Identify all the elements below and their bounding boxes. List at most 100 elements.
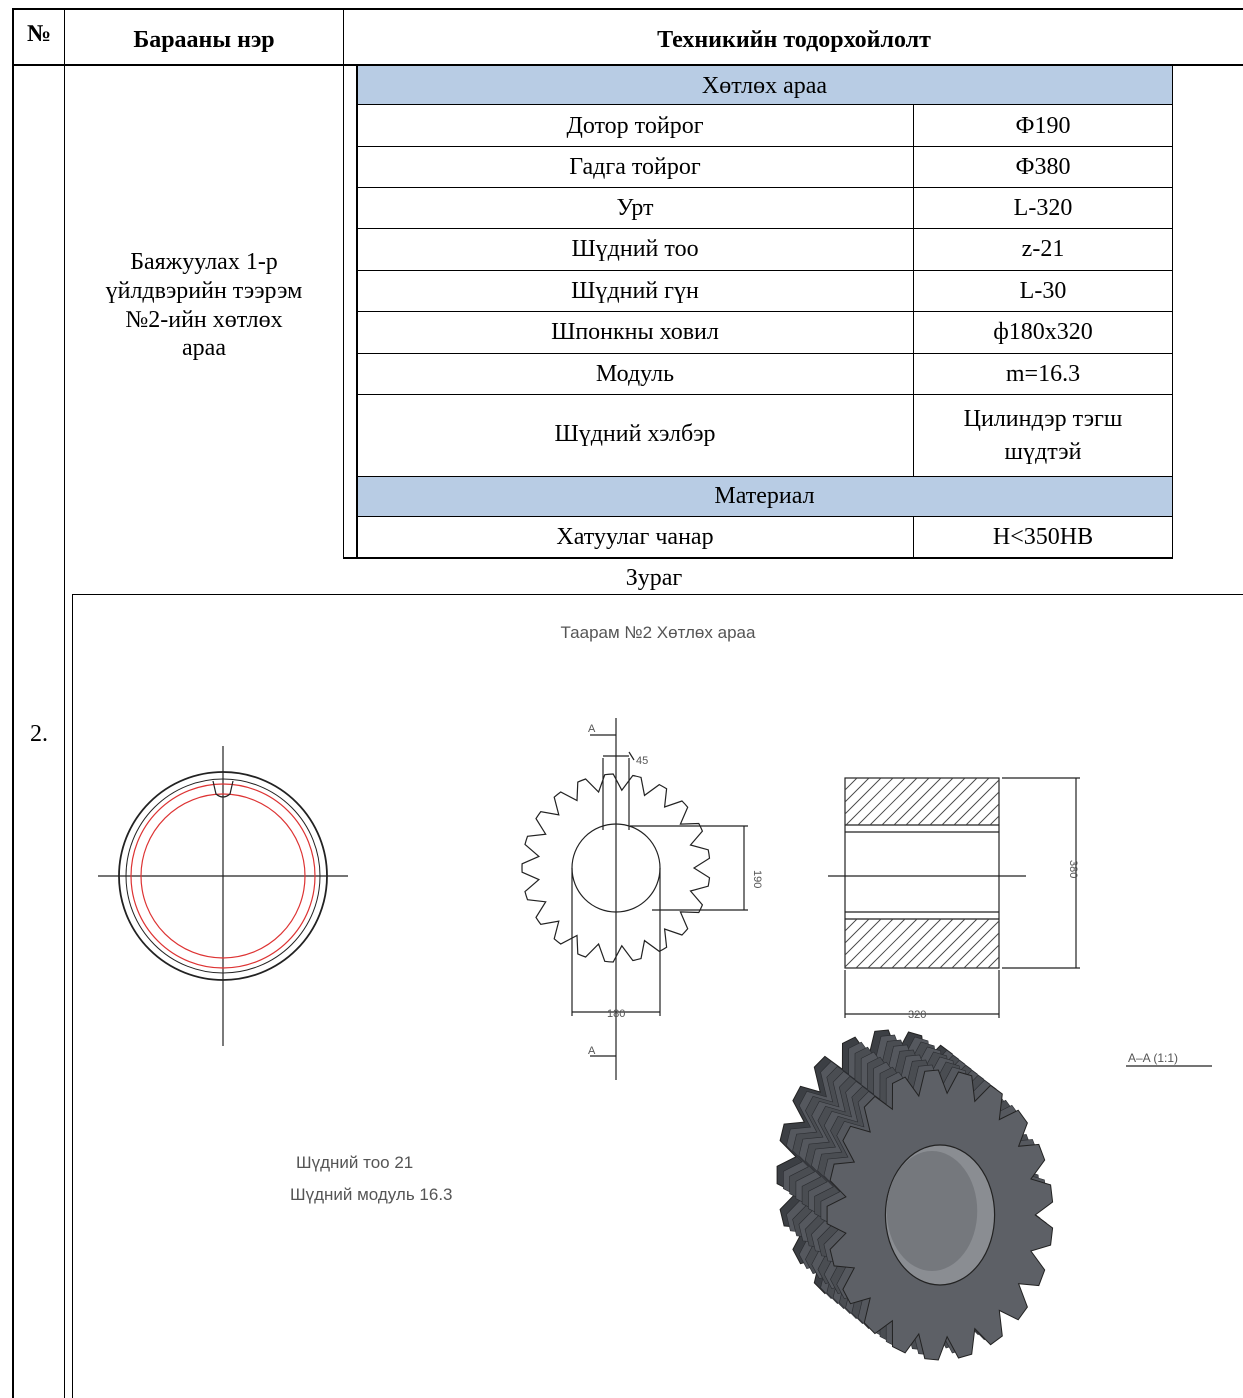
note-module: Шүдний модуль 16.3 — [290, 1185, 453, 1204]
spec-name: Дотор тойрог — [566, 113, 704, 139]
hatch-line — [844, 918, 858, 932]
dim-bore: 190 — [751, 870, 763, 888]
spec-name: Гадга тойрог — [569, 154, 701, 180]
spec-value: L-30 — [1019, 278, 1067, 304]
hatch-line — [867, 918, 918, 969]
hatch-line — [905, 777, 954, 826]
drawing-title: Таарам №2 Хөтлөх араа — [561, 623, 756, 642]
spec-name: Шпонкны ховил — [551, 319, 719, 345]
spec-name: Шүдний хэлбэр — [554, 421, 716, 447]
material-value: H<350HB — [992, 524, 1094, 550]
hatch-line — [881, 777, 930, 826]
hatch-line — [941, 777, 990, 826]
spec-value: L-320 — [1013, 195, 1073, 221]
col-divider-2 — [343, 8, 344, 558]
product-name-line: араа — [182, 335, 226, 362]
inner-mid — [913, 104, 914, 476]
inner-mid-2 — [913, 516, 914, 558]
hatch-line — [951, 920, 1000, 969]
picture-left-line — [72, 594, 73, 1398]
row-line — [357, 270, 1173, 271]
header-bottom — [12, 64, 1243, 66]
hatch-line — [977, 803, 1000, 826]
gear-3d-render — [776, 1029, 1054, 1361]
spec-value: m=16.3 — [1005, 361, 1081, 387]
gear-3d-bore-inner — [886, 1151, 978, 1271]
spec-name: Модуль — [595, 361, 675, 387]
hatch-line — [975, 944, 1000, 969]
dim-key: 180 — [607, 1008, 625, 1020]
header-product: Барааны нэр — [133, 27, 275, 53]
hatch-line — [844, 777, 858, 791]
section-band-gear — [357, 66, 1172, 104]
spec-value: ф180х320 — [993, 319, 1093, 345]
spec-value: Ф380 — [1015, 154, 1071, 180]
section-hatching — [844, 777, 1000, 969]
spec-name: Шүдний тоо — [571, 236, 699, 262]
row-line — [357, 353, 1173, 354]
hatch-line — [844, 918, 894, 968]
table-border-left — [12, 8, 14, 1398]
gear-side-view — [521, 718, 748, 1080]
gear-front-view — [98, 746, 348, 1046]
col-divider-1 — [64, 8, 65, 1398]
hatch-line — [953, 779, 1000, 826]
hatch-line — [893, 777, 942, 826]
hatch-line — [989, 815, 1000, 826]
row-line — [357, 394, 1173, 395]
section-title-material: Материал — [714, 483, 815, 509]
product-name: Баяжуулах 1-р үйлдвэрийн тээрэм №2-ийн х… — [65, 248, 343, 363]
inner-right — [1172, 66, 1173, 558]
row-line — [357, 311, 1173, 312]
hatch-line — [963, 932, 1000, 969]
hatch-line — [903, 918, 954, 969]
section-mark-top: A — [588, 723, 596, 735]
product-name-line: үйлдвэрийн тээрэм — [105, 277, 303, 304]
hatch-line — [855, 918, 906, 969]
hatch-line — [917, 777, 966, 826]
material-name: Хатуулаг чанар — [556, 524, 714, 550]
section-mark-bottom: A — [588, 1045, 596, 1057]
dim-outer: 380 — [1067, 860, 1079, 878]
hatch-line — [891, 918, 942, 969]
header-spec: Техникийн тодорхойлолт — [657, 27, 931, 53]
inner-bottom — [343, 557, 1173, 559]
hatch-line — [844, 777, 882, 815]
hatch-line — [939, 918, 990, 969]
hatch-line — [845, 777, 894, 826]
row-line — [357, 146, 1173, 147]
row-number: 2. — [30, 721, 48, 747]
picture-label: Зураг — [625, 565, 683, 591]
row-line — [357, 228, 1173, 229]
product-name-line: Баяжуулах 1-р — [130, 249, 278, 275]
hatch-line — [857, 777, 906, 826]
spec-value: Цилиндэр тэгш — [963, 406, 1123, 432]
hatch-line — [844, 918, 882, 956]
section-band-material — [357, 476, 1172, 516]
inner-left — [356, 66, 358, 558]
spec-name: Шүдний гүн — [571, 278, 699, 304]
spec-value: z-21 — [1021, 236, 1065, 262]
hatch-line — [987, 956, 1000, 969]
row-line — [357, 476, 1173, 477]
hatch-line — [965, 791, 1000, 826]
hatch-line — [927, 918, 978, 969]
product-name-line: №2-ийн хөтлөх — [125, 306, 283, 333]
row-line — [357, 187, 1173, 188]
spec-value: шүдтэй — [1004, 439, 1082, 465]
spec-name: Урт — [616, 195, 654, 221]
hatch-line — [915, 918, 966, 969]
section-title-gear: Хөтлөх араа — [701, 73, 828, 99]
row-line — [357, 516, 1173, 517]
hatch-line — [844, 918, 870, 944]
header-no: № — [26, 21, 52, 47]
spec-value: Ф190 — [1015, 113, 1071, 139]
gear-section-view — [828, 777, 1212, 1067]
hatch-line — [869, 777, 918, 826]
section-label: A–A (1:1) — [1128, 1051, 1178, 1065]
row-line — [357, 104, 1173, 105]
picture-row-line — [72, 594, 1243, 595]
table-border-top — [12, 8, 1243, 10]
hatch-line — [844, 777, 870, 803]
